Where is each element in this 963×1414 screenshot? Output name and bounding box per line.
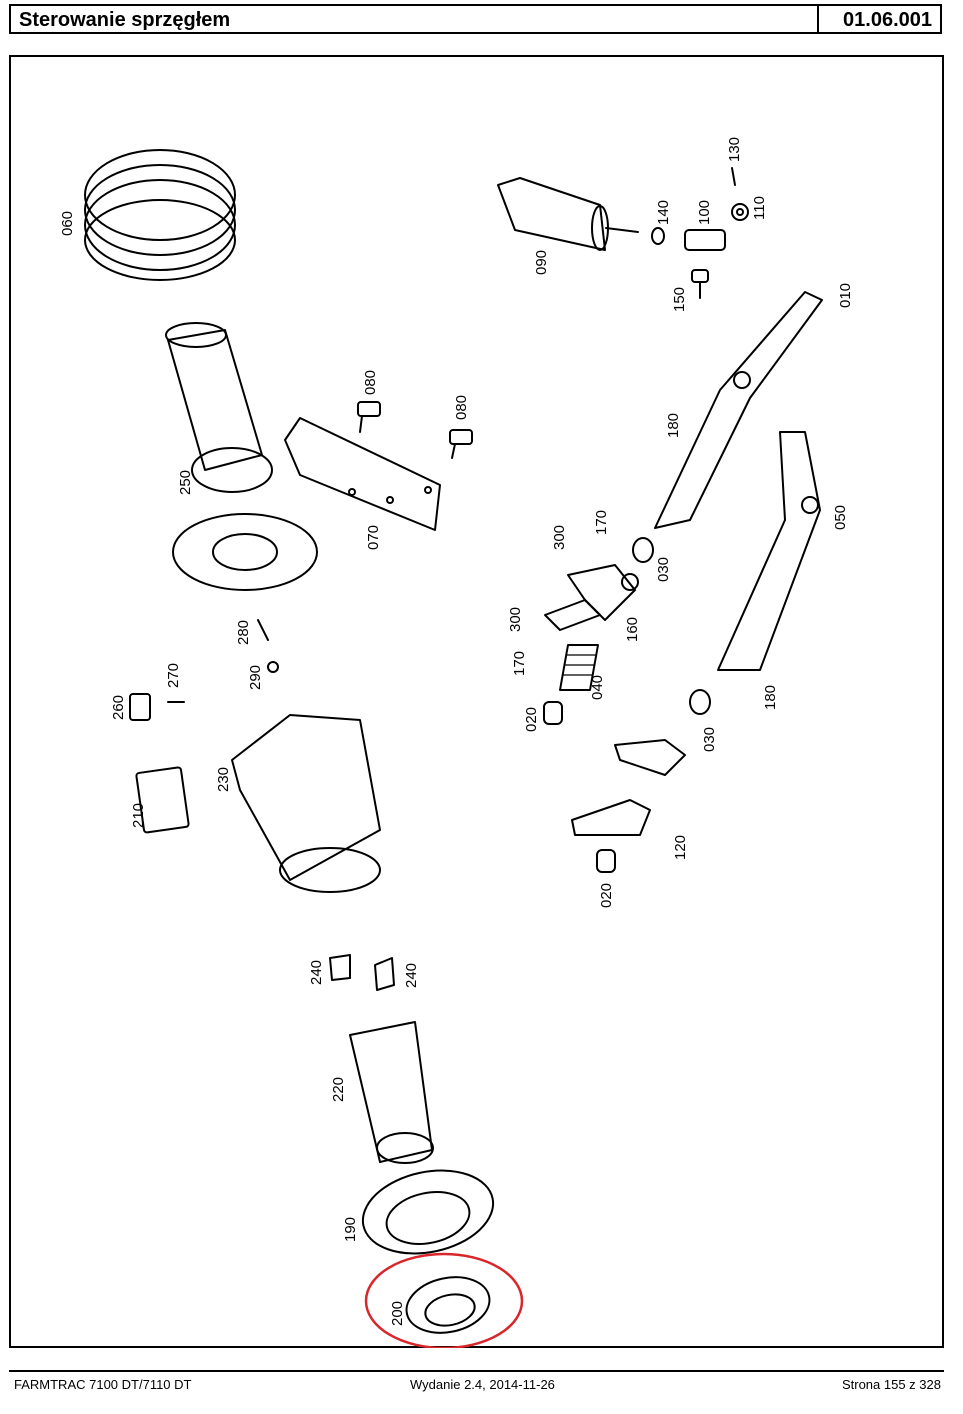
- part-150-bolt[interactable]: [691, 269, 709, 299]
- part-080-bolt-b[interactable]: [449, 429, 473, 459]
- label-290: 290: [247, 665, 264, 690]
- header-bar: Sterowanie sprzęgłem 01.06.001: [9, 4, 942, 34]
- footer-rule: [9, 1370, 944, 1372]
- label-200: 200: [389, 1301, 406, 1326]
- part-090-cylinder[interactable]: [497, 177, 639, 251]
- label-080-a: 080: [362, 370, 379, 395]
- label-300-a: 300: [551, 525, 568, 550]
- part-100-clevis[interactable]: [684, 229, 726, 251]
- label-170-a: 170: [593, 510, 610, 535]
- label-110: 110: [751, 196, 768, 220]
- label-140: 140: [655, 200, 672, 225]
- part-140-washer[interactable]: [651, 227, 665, 245]
- label-040: 040: [589, 675, 606, 700]
- label-300-b: 300: [507, 607, 524, 632]
- label-240-b: 240: [403, 963, 420, 988]
- header-divider: [817, 6, 819, 32]
- part-020-bushing-a[interactable]: [543, 701, 563, 725]
- part-220-sleeve[interactable]: [349, 1021, 434, 1164]
- label-270: 270: [165, 663, 182, 688]
- label-170-b: 170: [511, 651, 528, 676]
- label-260: 260: [110, 695, 127, 720]
- label-240-a: 240: [308, 960, 325, 985]
- part-030-bushing-b[interactable]: [689, 689, 711, 715]
- part-250-housing[interactable]: [165, 322, 318, 591]
- exploded-diagram: 060 250 070 080 080 090 140 100 110 130 …: [59, 137, 854, 1348]
- footer-edition: Wydanie 2.4, 2014-11-26: [410, 1377, 555, 1392]
- part-130-pin[interactable]: [731, 167, 736, 186]
- diagram-frame: 060 250 070 080 080 090 140 100 110 130 …: [9, 55, 944, 1348]
- part-030-bushing-a[interactable]: [632, 537, 654, 563]
- label-090: 090: [533, 250, 550, 275]
- label-010: 010: [837, 283, 854, 308]
- part-040-spring[interactable]: [559, 644, 599, 691]
- part-260-block[interactable]: [129, 693, 151, 721]
- label-230: 230: [215, 767, 232, 792]
- part-210-plate[interactable]: [135, 766, 190, 834]
- label-070: 070: [365, 525, 382, 550]
- label-100: 100: [696, 200, 713, 225]
- footer-model: FARMTRAC 7100 DT/7110 DT: [14, 1377, 192, 1392]
- part-160-arm[interactable]: [544, 564, 639, 631]
- part-050-lever[interactable]: [717, 431, 821, 671]
- part-190-bearing[interactable]: [355, 1159, 501, 1265]
- label-030-a: 030: [655, 557, 672, 582]
- part-020-bushing-b[interactable]: [596, 849, 616, 873]
- label-130: 130: [726, 137, 743, 162]
- label-030-b: 030: [701, 727, 718, 752]
- part-290-nut[interactable]: [267, 661, 279, 673]
- label-020-a: 020: [523, 707, 540, 732]
- label-160: 160: [624, 617, 641, 642]
- label-190: 190: [342, 1217, 359, 1242]
- label-250: 250: [177, 470, 194, 495]
- label-280: 280: [235, 620, 252, 645]
- label-210: 210: [130, 803, 147, 828]
- label-150: 150: [671, 287, 688, 312]
- part-110-nut[interactable]: [731, 203, 749, 221]
- part-080-bolt-a[interactable]: [357, 401, 381, 433]
- label-080-b: 080: [453, 395, 470, 420]
- part-240-pad-a[interactable]: [329, 954, 351, 981]
- page-title: Sterowanie sprzęgłem: [19, 9, 231, 31]
- part-120-arm[interactable]: [571, 739, 686, 836]
- part-280-pin[interactable]: [257, 619, 269, 641]
- footer-page: Strona 155 z 328: [841, 1377, 941, 1392]
- label-020-b: 020: [598, 883, 615, 908]
- part-200-ring[interactable]: [401, 1270, 494, 1340]
- label-050: 050: [832, 505, 849, 530]
- part-060-spring[interactable]: [84, 149, 236, 281]
- label-060: 060: [59, 211, 76, 236]
- section-code: 01.06.001: [843, 9, 932, 31]
- label-180-a: 180: [665, 413, 682, 438]
- part-010-lever[interactable]: [654, 291, 823, 529]
- label-220: 220: [330, 1077, 347, 1102]
- highlight-circle: [364, 1252, 524, 1348]
- part-240-pad-b[interactable]: [374, 957, 395, 991]
- label-120: 120: [672, 835, 689, 860]
- part-230-housing[interactable]: [231, 714, 381, 893]
- part-070-bracket[interactable]: [284, 417, 441, 531]
- label-180-b: 180: [762, 685, 779, 710]
